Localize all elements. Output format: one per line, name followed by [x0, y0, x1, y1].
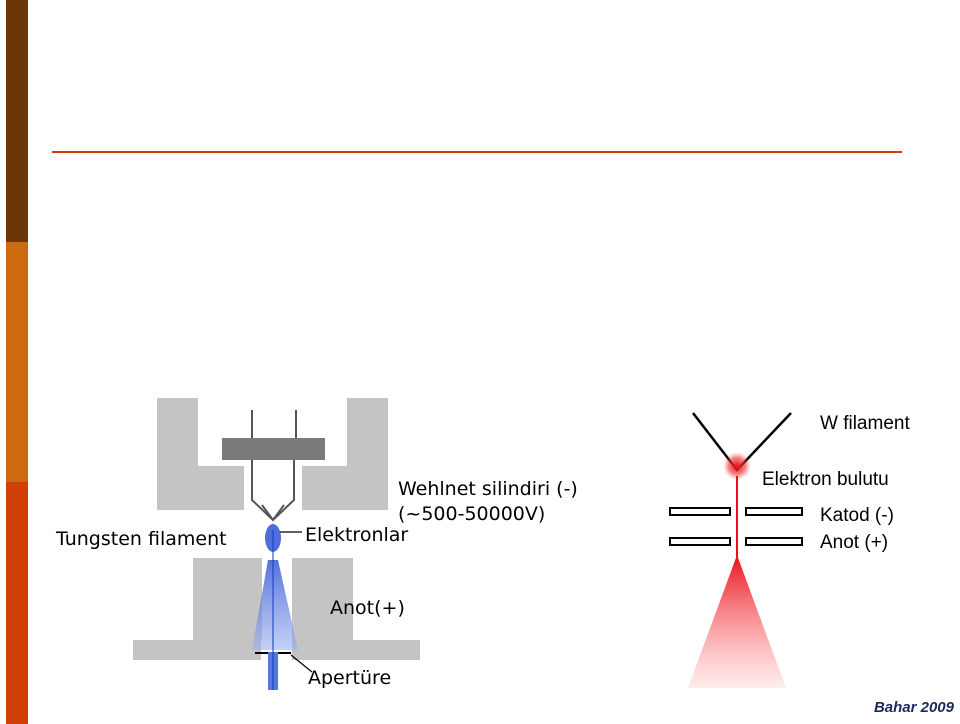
leader-lines: [280, 531, 313, 673]
label-cathode: Katod (-): [820, 505, 894, 526]
title-rule: [52, 151, 902, 153]
electron-beam: [252, 524, 298, 690]
label-w-filament: W filament: [820, 413, 910, 434]
anode-plates: [669, 537, 803, 546]
label-electron-cloud: Elektron bulutu: [762, 469, 889, 490]
label-wehnelt-cylinder: Wehlnet silindiri (-): [398, 478, 578, 500]
label-wehnelt-voltage: (~500-50000V): [398, 503, 546, 525]
accent-bar-bottom: [6, 482, 28, 724]
label-anode-left: Anot(+): [330, 597, 405, 619]
accent-bar-middle: [6, 242, 28, 482]
accent-bar-top: [6, 0, 28, 242]
wehnelt-cylinder: [157, 398, 388, 510]
label-aperture: Apertüre: [308, 667, 392, 689]
electron-beam-cone: [688, 555, 786, 688]
label-anode-right: Anot (+): [820, 532, 889, 553]
label-electrons: Elektronlar: [305, 524, 409, 546]
electron-cloud: [723, 452, 751, 480]
filament-holder: [222, 438, 325, 460]
filament-wires: [251, 410, 297, 522]
credit-text: Bahar 2009: [873, 699, 954, 716]
cathode-plates: [669, 507, 803, 516]
label-tungsten-filament: Tungsten filament: [56, 528, 227, 550]
anode-block: [133, 558, 420, 660]
